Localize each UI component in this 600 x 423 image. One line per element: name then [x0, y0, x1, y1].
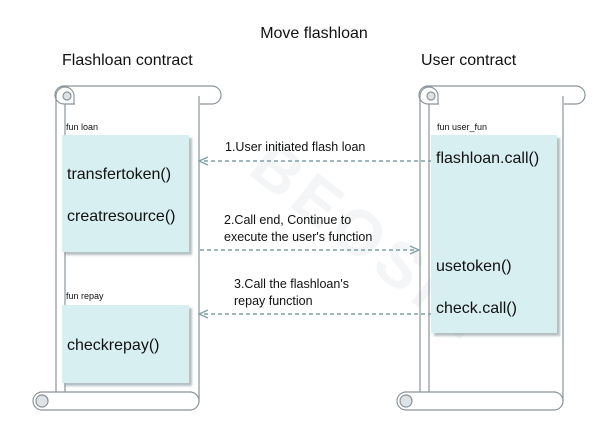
transfertoken-function: transfertoken() [67, 166, 172, 183]
message-step-3-line-2: repay function [234, 294, 313, 308]
message-step-2-line-2: execute the user's function [224, 230, 373, 244]
check-call-function: check.call() [436, 300, 517, 317]
fun-repay-box: checkrepay() [62, 305, 189, 383]
flashloan-call-function: flashloan.call() [436, 150, 540, 167]
message-step-1-line-1: 1.User initiated flash loan [225, 140, 366, 154]
fun-user-fun-label: fun user_fun [437, 122, 488, 132]
flashloan-contract-title: Flashloan contract [62, 52, 193, 69]
flashloan-contract-scroll [32, 85, 222, 411]
fun-loan-box: transfertoken() creatresource() [62, 135, 189, 252]
message-step-2-line-1: 2.Call end, Continue to [224, 213, 352, 227]
fun-loan-label: fun loan [66, 122, 99, 132]
diagram-title: Move flashloan [260, 25, 368, 42]
fun-user-fun-box: flashloan.call() usetoken() check.call() [431, 135, 557, 333]
checkrepay-function: checkrepay() [67, 337, 160, 354]
user-contract-title: User contract [421, 52, 517, 69]
fun-repay-label: fun repay [66, 291, 104, 301]
creatresource-function: creatresource() [67, 208, 176, 225]
message-step-3-line-1: 3.Call the flashloan's [234, 277, 349, 291]
user-contract-scroll [396, 85, 586, 411]
usetoken-function: usetoken() [436, 258, 512, 275]
